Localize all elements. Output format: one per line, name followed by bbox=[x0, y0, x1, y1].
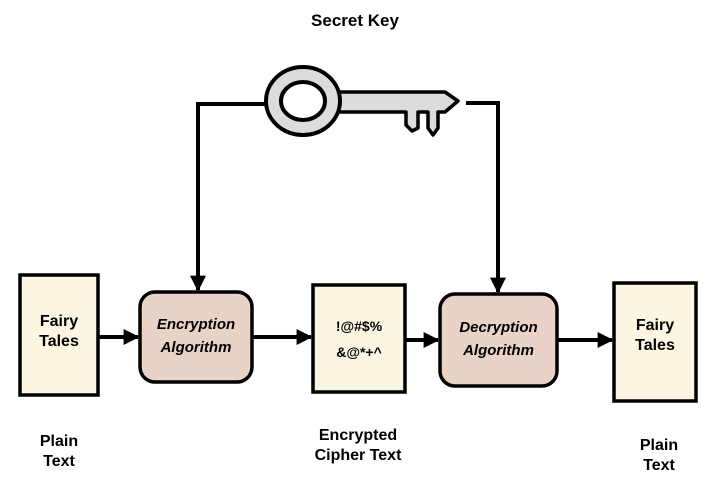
encryption-line1: Encryption bbox=[156, 316, 236, 333]
plain-right-caption-line2: Text bbox=[643, 457, 675, 474]
decryption-line1: Decryption bbox=[459, 319, 538, 336]
encryption-line2: Algorithm bbox=[160, 338, 232, 356]
key-icon bbox=[264, 65, 460, 137]
decryption-algorithm-label: Decryption Algorithm bbox=[440, 317, 557, 362]
cipher-line1: !@#$% bbox=[335, 318, 383, 334]
cipher-text-caption: Encrypted Cipher Text bbox=[288, 426, 428, 466]
key-to-decryption-arrow bbox=[466, 101, 506, 294]
plain-right-caption-line1: Plain bbox=[639, 437, 679, 454]
key-shaft bbox=[336, 90, 460, 137]
plain-left-line1: Fairy bbox=[39, 313, 79, 330]
plain-text-box-right-text: Fairy Tales bbox=[614, 316, 696, 356]
plain-text-box-left-text: Fairy Tales bbox=[20, 312, 98, 352]
plain-left-line2: Tales bbox=[39, 333, 79, 350]
plain-text-caption-right: Plain Text bbox=[614, 436, 704, 476]
plain-right-line1: Fairy bbox=[635, 317, 675, 334]
plain-text-box-left bbox=[18, 273, 100, 397]
plain-left-caption-line1: Plain bbox=[39, 433, 79, 450]
cipher-line2: &@*+^ bbox=[336, 343, 382, 360]
cipher-text-content: !@#$% &@*+^ bbox=[313, 314, 405, 366]
cipher-caption-line1: Encrypted bbox=[318, 427, 398, 444]
plain-left-caption-line2: Text bbox=[43, 453, 75, 470]
plain-text-caption-left: Plain Text bbox=[14, 432, 104, 472]
key-to-encryption-arrow bbox=[190, 102, 266, 292]
plain-text-box-right bbox=[612, 281, 698, 403]
decryption-line2: Algorithm bbox=[463, 341, 534, 359]
plain-right-line2: Tales bbox=[635, 337, 675, 354]
cipher-caption-line2: Cipher Text bbox=[314, 447, 402, 464]
secret-key-label: Secret Key bbox=[311, 11, 399, 30]
key-hole bbox=[279, 80, 327, 122]
encryption-algorithm-label: Encryption Algorithm bbox=[140, 314, 252, 359]
